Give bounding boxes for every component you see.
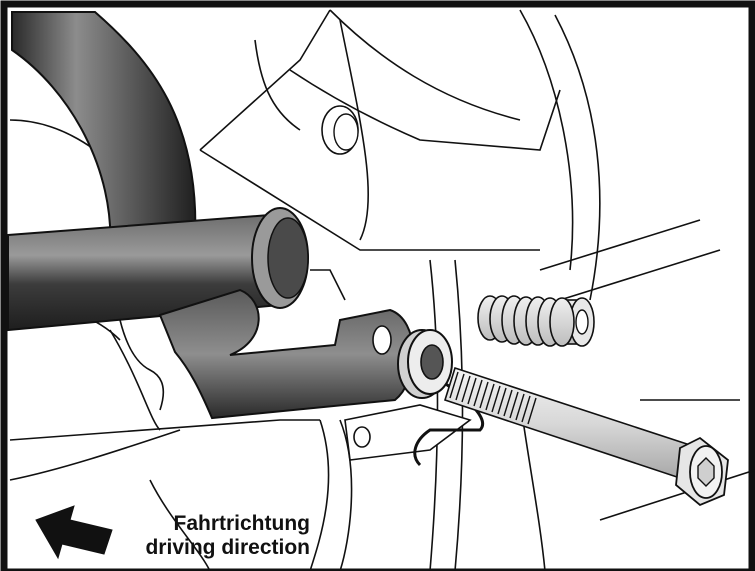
crash-bar-bend — [11, 11, 197, 252]
lower-plate — [344, 404, 472, 461]
washer — [397, 329, 453, 399]
tube-end-face — [267, 217, 309, 299]
bracket-hole — [372, 325, 392, 355]
engine-boss — [321, 105, 359, 155]
spring — [477, 295, 595, 347]
direction-label-en: driving direction — [145, 536, 310, 559]
bolt — [444, 366, 729, 507]
direction-label-de: Fahrtrichtung — [173, 512, 311, 535]
mounting-bracket — [158, 288, 415, 420]
arrow-left-icon — [35, 505, 113, 560]
